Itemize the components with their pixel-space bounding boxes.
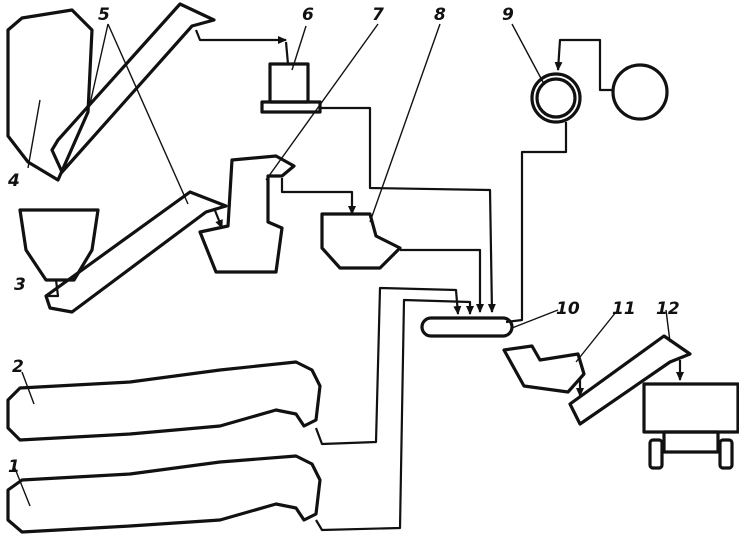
unit-5-lower-conveyor — [44, 190, 228, 314]
unit-3-hopper — [18, 208, 100, 298]
label-10: 10 — [556, 299, 580, 319]
unit-9-drum — [505, 38, 669, 324]
leader-lines — [13, 23, 671, 507]
label-3: 3 — [14, 275, 26, 295]
unit-5-upper-conveyor — [50, 2, 287, 174]
unit-11-box — [502, 344, 586, 397]
label-1: 1 — [8, 457, 20, 477]
unit-1-trough — [6, 298, 474, 534]
label-6: 6 — [302, 5, 314, 25]
unit-10-distributor — [420, 316, 514, 338]
label-12: 12 — [656, 299, 680, 319]
label-8: 8 — [434, 5, 446, 25]
unit-6-feeder — [260, 41, 496, 313]
unit-12-loader — [568, 334, 739, 470]
unit-2-trough — [6, 286, 462, 446]
unit-7-crusher — [198, 154, 356, 274]
unit-4-bunker — [6, 8, 94, 182]
labels: 1 2 3 4 5 6 7 8 9 10 11 12 — [7, 5, 680, 477]
label-4: 4 — [7, 171, 20, 191]
label-11: 11 — [612, 299, 636, 319]
label-7: 7 — [372, 5, 384, 25]
label-9: 9 — [502, 5, 514, 25]
label-5: 5 — [98, 5, 110, 25]
label-2: 2 — [12, 357, 24, 377]
